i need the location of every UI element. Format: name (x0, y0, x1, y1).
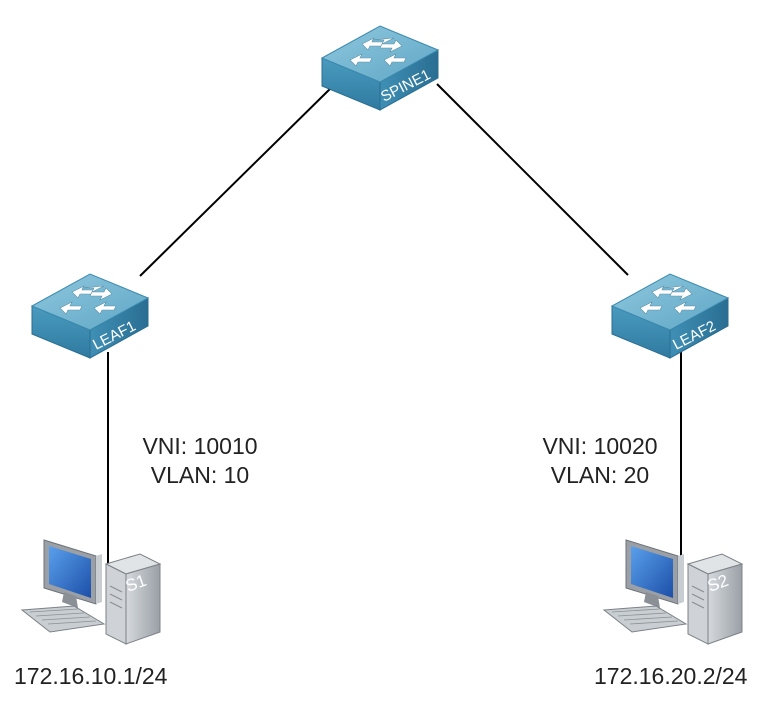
spine-switch: SPINE1 (321, 25, 439, 111)
right-vni-label: VNI: 10020 (542, 433, 658, 459)
switch-icon (611, 273, 729, 359)
left-vni-label: VNI: 10010 (142, 433, 258, 459)
switch-icon (31, 273, 149, 359)
s2-ip-label: 172.16.20.2/24 (594, 663, 748, 689)
right-segment-label: VNI: 10020 VLAN: 20 (530, 432, 670, 490)
host-s2: S2 (603, 539, 743, 645)
host-s1: S1 (21, 539, 161, 645)
link-spine-leaf1 (139, 83, 336, 277)
link-spine-leaf2 (436, 83, 629, 276)
leaf2-switch: LEAF2 (611, 273, 729, 359)
left-segment-label: VNI: 10010 VLAN: 10 (130, 432, 270, 490)
right-vlan-label: VLAN: 20 (550, 462, 650, 488)
left-vlan-label: VLAN: 10 (150, 462, 250, 488)
s1-ip-label: 172.16.10.1/24 (14, 663, 168, 689)
leaf1-switch: LEAF1 (31, 273, 149, 359)
